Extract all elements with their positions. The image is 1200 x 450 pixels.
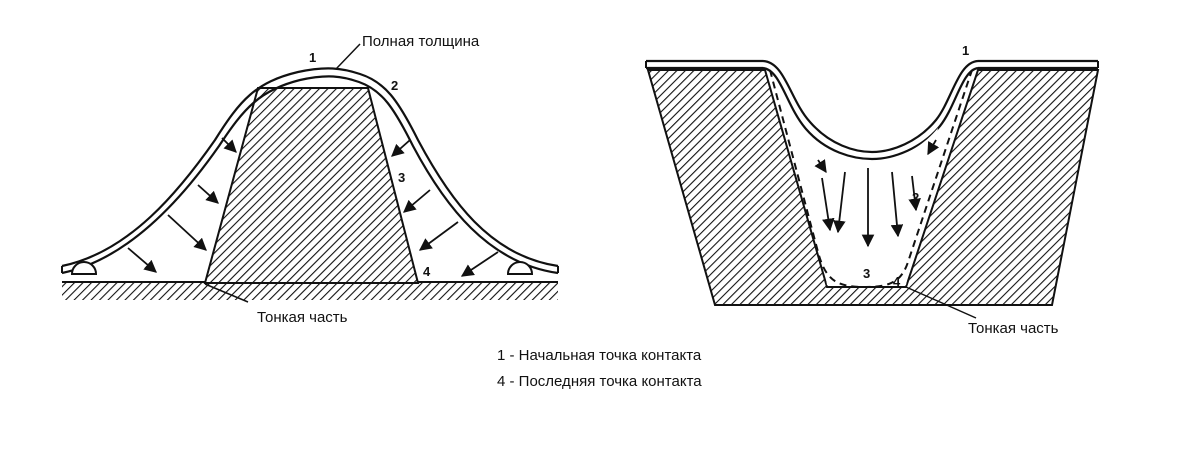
arrow-right-2: [403, 189, 431, 213]
arrow-right-1: [391, 139, 411, 157]
right-point-1: 1: [962, 43, 969, 58]
arrow-right-3: [418, 221, 459, 251]
arrow-left-1: [221, 137, 237, 153]
left-base-ground: [62, 282, 558, 300]
left-point-2: 2: [391, 78, 398, 93]
left-point-4: 4: [423, 264, 431, 279]
right-point-4: 4: [893, 274, 901, 289]
leader-thin-part-left: [204, 283, 249, 303]
right-point-3: 3: [863, 266, 870, 281]
right-sheet-inner: [762, 66, 979, 161]
male-mold: [203, 87, 420, 284]
cavity-arrow-5: [890, 171, 904, 238]
cavity-arrow-6: [908, 175, 921, 212]
label-full-thickness: Полная толщина: [362, 33, 480, 50]
right-point-2: 2: [912, 190, 919, 205]
left-vacuum-arrows: [127, 137, 499, 277]
cavity-arrow-1: [814, 159, 827, 174]
legend: 1 - Начальная точка контакта 4 - Последн…: [497, 347, 702, 390]
left-sheet-outer: [61, 67, 559, 268]
female-cavity: [804, 128, 938, 285]
final-sheet-dashed: [769, 69, 973, 289]
arrow-right-4: [460, 251, 499, 277]
label-thin-part-right: Тонкая часть: [968, 320, 1059, 337]
female-mold: [646, 69, 1100, 306]
right-vacuum-arrows: [814, 139, 940, 248]
left-point-1: 1: [309, 50, 316, 65]
female-mold-diagram: 1 2 3 4 Тонкая часть: [645, 43, 1100, 337]
cavity-arrow-7: [927, 139, 940, 156]
left-point-3: 3: [398, 170, 405, 185]
left-sheet-inner: [61, 75, 559, 275]
male-mold-diagram: 1 2 3 4 Полная толщина Тонкая часть: [61, 33, 559, 326]
cavity-arrow-3: [833, 171, 846, 234]
cavity-arrow-2: [821, 177, 835, 232]
arrow-left-4: [127, 247, 157, 273]
label-thin-part-left: Тонкая часть: [257, 309, 348, 326]
arrow-left-2: [197, 184, 219, 204]
leader-full-thickness: [335, 43, 361, 70]
right-clamp-icon: [506, 261, 534, 275]
left-clamp-icon: [70, 261, 98, 275]
legend-line-1: 1 - Начальная точка контакта: [497, 347, 702, 364]
right-sheet-outer: [762, 59, 979, 154]
leader-thin-part-right: [905, 286, 977, 319]
arrow-left-3: [167, 214, 207, 251]
legend-line-4: 4 - Последняя точка контакта: [497, 373, 702, 390]
